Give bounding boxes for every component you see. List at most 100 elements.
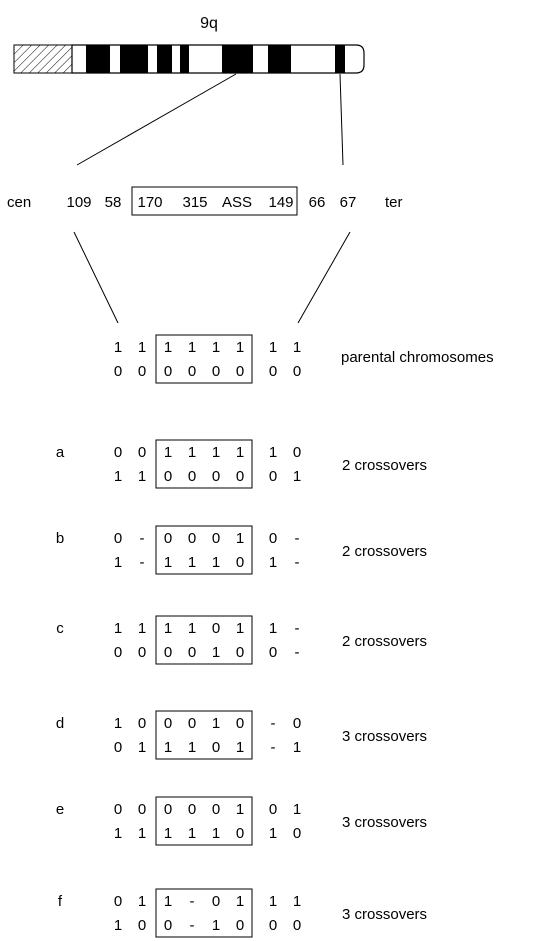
haplotype-box	[155, 888, 253, 938]
allele: -	[271, 715, 276, 732]
allele: -	[140, 554, 145, 571]
allele: 0	[138, 715, 146, 732]
allele: -	[295, 644, 300, 661]
allele: 1	[236, 893, 244, 910]
case-letter: c	[56, 620, 64, 637]
allele: 1	[236, 801, 244, 818]
chromosome-band	[86, 45, 110, 73]
allele: 1	[293, 893, 301, 910]
allele: 0	[212, 801, 220, 818]
allele: 1	[138, 893, 146, 910]
allele: 0	[293, 363, 301, 380]
allele: 1	[188, 825, 196, 842]
allele: 0	[293, 917, 301, 934]
zoom-line	[76, 73, 237, 166]
allele: 1	[164, 554, 172, 571]
allele: 1	[188, 620, 196, 637]
allele: 0	[114, 644, 122, 661]
allele: 0	[138, 801, 146, 818]
marker-label: 66	[309, 194, 326, 211]
allele: 1	[236, 620, 244, 637]
centromere-hatched-region	[13, 44, 73, 74]
allele: 1	[188, 339, 196, 356]
allele: 1	[212, 554, 220, 571]
marker-label: 315	[182, 194, 207, 211]
allele: 0	[236, 825, 244, 842]
allele: 0	[114, 801, 122, 818]
zoom-line	[73, 231, 119, 324]
allele: 0	[164, 468, 172, 485]
allele: 1	[269, 444, 277, 461]
allele: 0	[212, 893, 220, 910]
allele: 1	[114, 917, 122, 934]
allele: 0	[212, 363, 220, 380]
crossover-label: 3 crossovers	[342, 728, 427, 745]
allele: 1	[138, 339, 146, 356]
marker-label: 58	[105, 194, 122, 211]
cen-label: cen	[7, 194, 31, 211]
allele: 0	[236, 644, 244, 661]
allele: 0	[114, 739, 122, 756]
allele: 1	[138, 620, 146, 637]
allele: 0	[269, 468, 277, 485]
marker-label: 109	[66, 194, 91, 211]
allele: 0	[188, 644, 196, 661]
allele: 1	[164, 444, 172, 461]
crossover-label: 3 crossovers	[342, 906, 427, 923]
chromosome-band	[157, 45, 172, 73]
allele: -	[295, 530, 300, 547]
allele: 0	[114, 893, 122, 910]
allele: 0	[188, 363, 196, 380]
haplotype-box	[155, 615, 253, 665]
allele: 0	[138, 444, 146, 461]
allele: 1	[164, 893, 172, 910]
parental-haplotype-block: 1 1 1 1 1 1 1 1 0 0 0 0 0 0 0 0 parental…	[114, 334, 494, 384]
allele: 1	[188, 554, 196, 571]
allele: 1	[212, 444, 220, 461]
allele: 1	[269, 893, 277, 910]
allele: -	[140, 530, 145, 547]
crossover-label: 3 crossovers	[342, 814, 427, 831]
allele: 1	[114, 825, 122, 842]
allele: 0	[164, 715, 172, 732]
allele: 1	[236, 339, 244, 356]
allele: 0	[114, 363, 122, 380]
marker-row: cen 109 58 170 315 ASS 149 66 67 ter	[7, 186, 403, 216]
marker-label: 170	[137, 194, 162, 211]
zoom-line	[297, 231, 351, 324]
allele: -	[271, 739, 276, 756]
allele: 1	[114, 339, 122, 356]
chromosome-band	[335, 45, 345, 73]
marker-label: 67	[340, 194, 357, 211]
allele: 0	[293, 444, 301, 461]
allele: 0	[269, 530, 277, 547]
chromosome-band	[222, 45, 253, 73]
allele: 0	[188, 530, 196, 547]
allele: 1	[269, 554, 277, 571]
chromosome-band	[180, 45, 189, 73]
allele: 0	[164, 917, 172, 934]
chromosome-band	[268, 45, 291, 73]
allele: 0	[212, 739, 220, 756]
haplotype-box	[155, 439, 253, 489]
allele: 0	[269, 917, 277, 934]
parental-label: parental chromosomes	[341, 349, 494, 366]
allele: 1	[269, 620, 277, 637]
allele: 0	[269, 644, 277, 661]
haplotype-box	[155, 334, 253, 384]
allele: 1	[269, 339, 277, 356]
haplotype-box	[155, 525, 253, 575]
allele: 0	[188, 468, 196, 485]
allele: 0	[212, 468, 220, 485]
case-letter: d	[56, 715, 64, 732]
allele: 0	[236, 468, 244, 485]
chromosome-title: 9q	[200, 15, 218, 32]
case-letter: f	[58, 893, 63, 910]
allele: 1	[164, 739, 172, 756]
allele: -	[295, 554, 300, 571]
